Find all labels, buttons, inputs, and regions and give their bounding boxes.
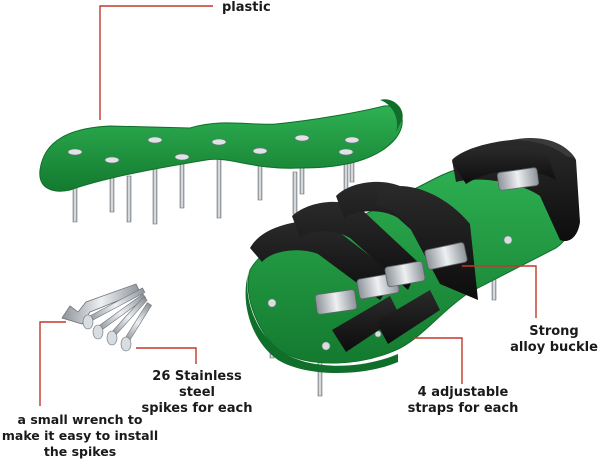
left-sandal-sole [39, 105, 403, 192]
label-small-wrench: a small wrench to make it easy to instal… [1, 412, 159, 459]
buckle-1 [314, 289, 358, 315]
callout-plastic [99, 5, 213, 120]
wrench-and-spikes [61, 283, 152, 352]
buckle-4 [424, 242, 468, 270]
right-sandal [245, 138, 580, 397]
label-adjustable-straps: 4 adjustable straps for each [407, 385, 519, 416]
callout-straps [414, 337, 463, 384]
label-steel-spikes: 26 Stainless steel spikes for each [141, 369, 253, 416]
callout-wrench [39, 321, 66, 406]
buckle-3 [384, 260, 426, 288]
callout-buckle [462, 265, 537, 318]
left-sandal-spike-heads [67, 134, 360, 164]
callout-lines [39, 5, 537, 406]
label-alloy-buckle: Strong alloy buckle [510, 324, 598, 355]
buckles [314, 167, 540, 315]
label-plastic: plastic [222, 0, 271, 15]
callout-spikes [136, 347, 197, 364]
buckle-5 [496, 167, 540, 191]
left-sandal [39, 99, 403, 225]
